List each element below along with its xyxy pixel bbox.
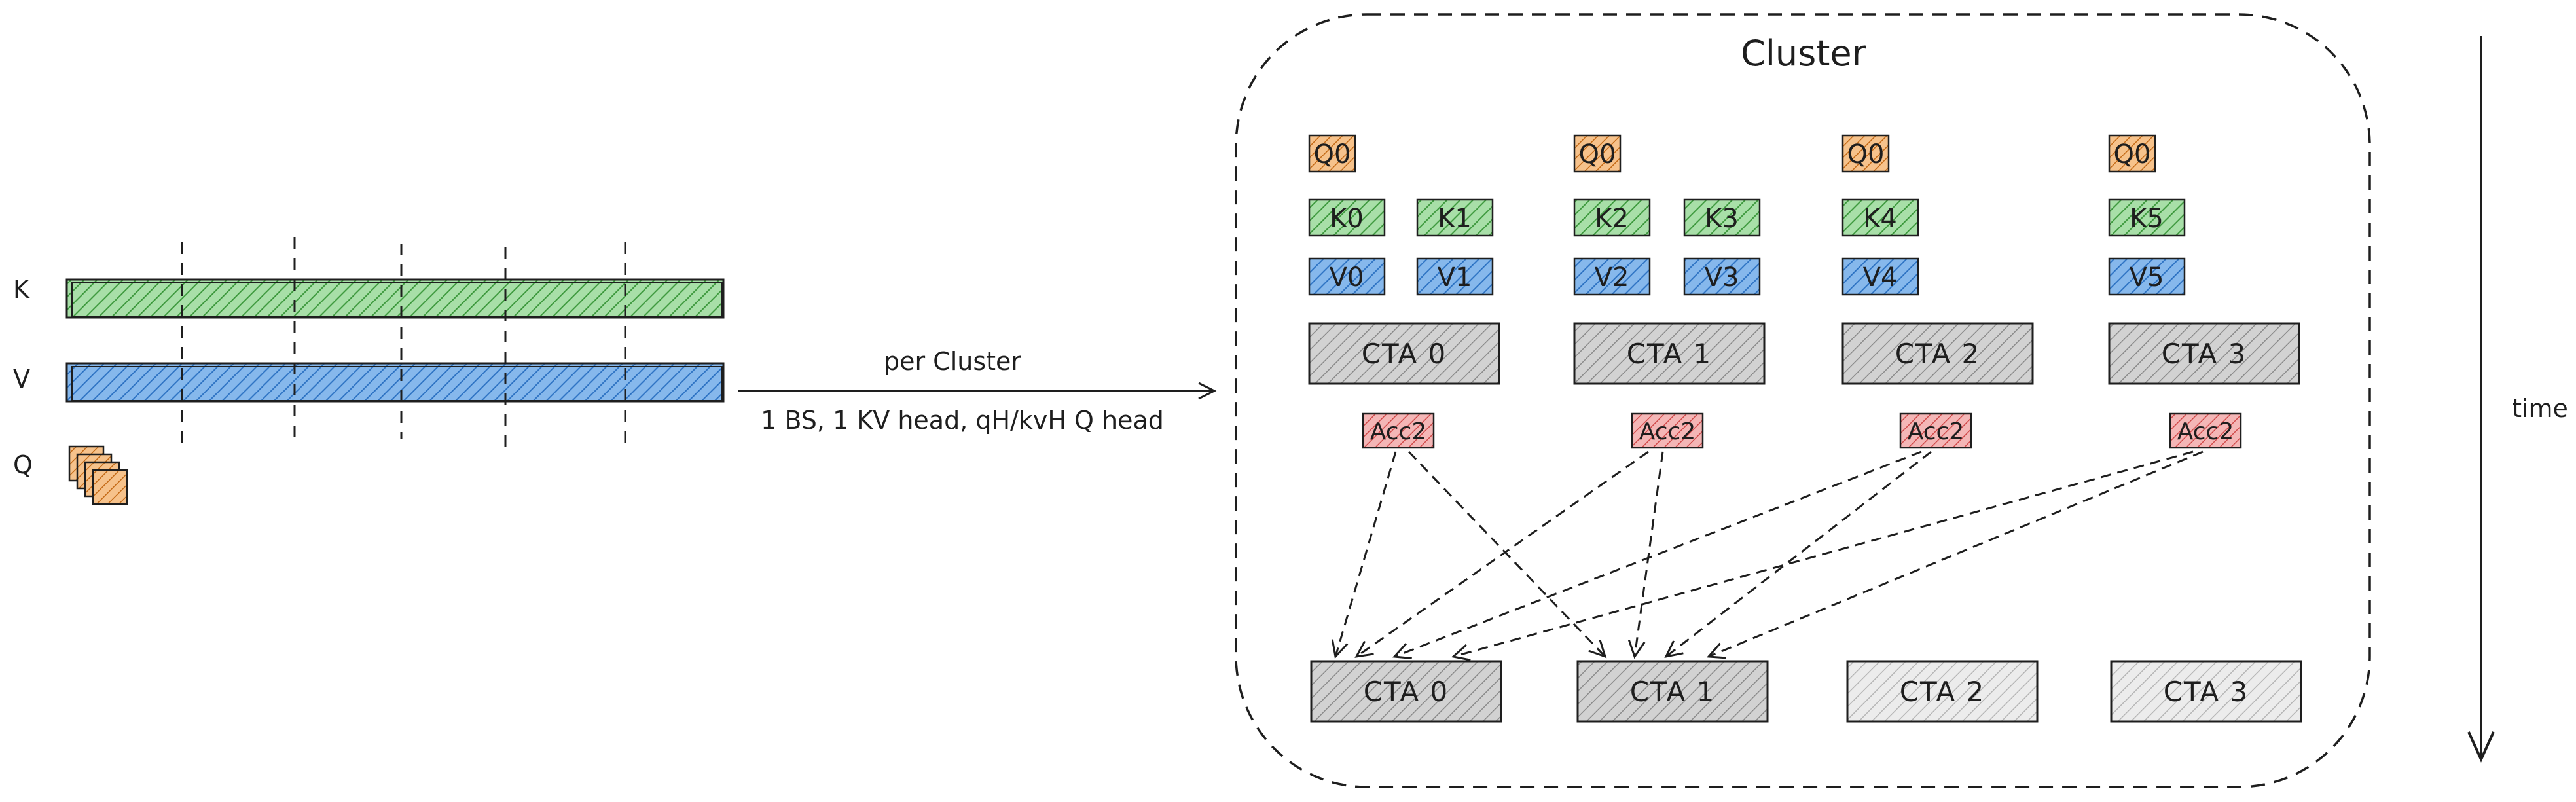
k-block-label: K5 <box>2130 204 2164 234</box>
cta-block <box>1846 660 2039 723</box>
q-block <box>2108 134 2156 173</box>
q-block-label: Q0 <box>1847 139 1885 170</box>
acc-block <box>1631 412 1704 449</box>
v-block <box>1308 257 1386 296</box>
q-block-label: Q0 <box>1314 139 1351 170</box>
cta-label: CTA 2 <box>1895 338 1981 370</box>
cta-label: CTA 1 <box>1627 338 1713 370</box>
k-block-label: K0 <box>1330 204 1364 234</box>
reduce-arrow <box>1451 450 2194 661</box>
q-block-label: Q0 <box>1579 139 1616 170</box>
acc-block <box>1899 412 1972 449</box>
cluster-title: Cluster <box>1741 33 1866 74</box>
v-block <box>1683 257 1761 296</box>
q-block-label: Q0 <box>2114 139 2151 170</box>
cta-block <box>1308 322 1500 385</box>
cta-label: CTA 2 <box>1900 676 1986 708</box>
left-kv-section: K V Q <box>13 237 725 505</box>
acc-label: Acc2 <box>2177 418 2234 445</box>
arrow-label-1: per Cluster <box>884 347 1021 376</box>
k-block-label: K3 <box>1705 204 1739 234</box>
cta-block <box>1841 322 2034 385</box>
k-block <box>1683 198 1761 237</box>
v-block <box>2108 257 2186 296</box>
k-block-label: K1 <box>1438 204 1472 234</box>
k-label: K <box>13 275 30 304</box>
k-block <box>1416 198 1494 237</box>
v-block <box>1841 257 1919 296</box>
q-label: Q <box>13 450 33 479</box>
q-block <box>1308 134 1356 173</box>
cluster-column-3: Q0 K5 V5 CTA 3 Acc2 <box>2108 134 2300 449</box>
bottom-cta-row: CTA 0 CTA 1 CTA 2 CTA 3 <box>1310 660 2302 723</box>
acc-label: Acc2 <box>1908 418 1964 445</box>
cta-block <box>1573 322 1766 385</box>
cta-block <box>2110 660 2302 723</box>
time-label: time <box>2512 394 2568 423</box>
acc-label: Acc2 <box>1370 418 1426 445</box>
v-block <box>1573 257 1651 296</box>
cta-label: CTA 3 <box>2162 338 2247 370</box>
time-axis: time <box>2467 36 2568 763</box>
cluster-column-0: Q0 K0 K1 V0 V1 CTA 0 Acc2 <box>1308 134 1500 449</box>
per-cluster-arrow: per Cluster 1 BS, 1 KV head, qH/kvH Q he… <box>738 347 1217 435</box>
acc-label: Acc2 <box>1639 418 1696 445</box>
v-block-label: V2 <box>1595 263 1629 293</box>
reduce-arrow <box>1331 451 1397 659</box>
acc-block <box>2169 412 2242 449</box>
q-heads-stack <box>68 445 128 505</box>
reduction-arrows <box>1331 450 2204 661</box>
k-block <box>1841 198 1919 237</box>
cta-block <box>2108 322 2300 385</box>
v-block-label: V3 <box>1705 263 1739 293</box>
cta-block <box>1576 660 1769 723</box>
cluster-column-2: Q0 K4 V4 CTA 2 Acc2 <box>1841 134 2034 449</box>
k-block <box>2108 198 2186 237</box>
cluster-container: Cluster <box>1235 13 2371 788</box>
arrow-label-2: 1 BS, 1 KV head, qH/kvH Q head <box>761 406 1164 435</box>
q-block <box>1573 134 1622 173</box>
cta-block <box>1310 660 1502 723</box>
reduce-arrow <box>1664 450 1932 659</box>
cta-label: CTA 0 <box>1362 338 1447 370</box>
k-block <box>1573 198 1651 237</box>
v-block-label: V0 <box>1330 263 1364 293</box>
v-block-label: V1 <box>1438 263 1472 293</box>
v-block-label: V5 <box>2130 263 2164 293</box>
reduce-arrow <box>1407 450 1607 659</box>
acc-block <box>1362 412 1435 449</box>
cta-label: CTA 1 <box>1630 676 1716 708</box>
reduce-arrow <box>1392 450 1922 659</box>
v-block-label: V4 <box>1863 263 1898 293</box>
v-sequence-bar <box>65 362 725 403</box>
k-block-label: K4 <box>1863 204 1897 234</box>
reduce-arrow <box>1627 451 1664 659</box>
split-dividers <box>181 237 626 452</box>
reduce-arrow <box>1354 450 1649 658</box>
v-block <box>1416 257 1494 296</box>
cluster-column-1: Q0 K2 K3 V2 V3 CTA 1 Acc2 <box>1573 134 1766 449</box>
reduce-arrow <box>1706 450 2204 659</box>
k-block-label: K2 <box>1595 204 1629 234</box>
cta-label: CTA 3 <box>2164 676 2249 708</box>
q-block <box>1841 134 1890 173</box>
cta-label: CTA 0 <box>1364 676 1449 708</box>
k-sequence-bar <box>65 278 725 319</box>
v-label: V <box>13 365 30 393</box>
k-block <box>1308 198 1386 237</box>
